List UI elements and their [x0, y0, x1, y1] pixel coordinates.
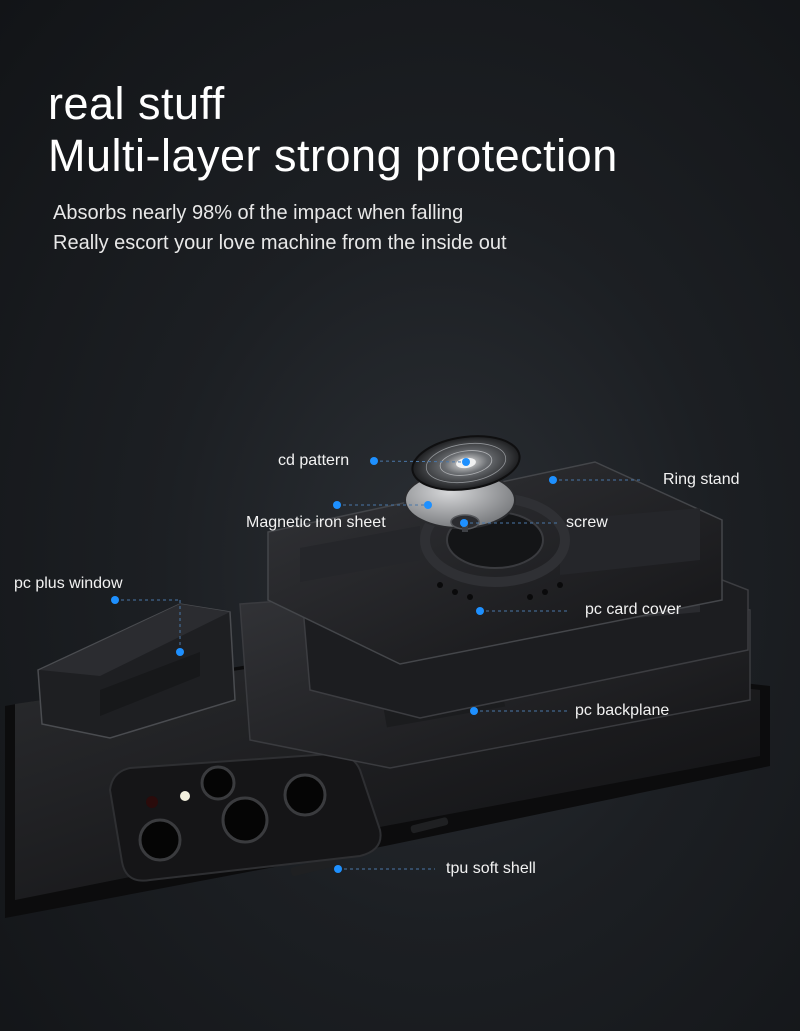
headline-primary: real stuff	[48, 78, 225, 129]
subheadline-impact: Absorbs nearly 98% of the impact when fa…	[53, 202, 464, 224]
label-pc-plus-window: pc plus window	[14, 575, 123, 592]
ring-stand-part	[267, 461, 723, 665]
label-pc-card-cover: pc card cover	[585, 601, 682, 618]
pc-plus-window-part	[37, 603, 236, 739]
callout-leader-lines	[115, 460, 640, 870]
subheadline-protection: Really escort your love machine from the…	[53, 232, 507, 254]
label-magnetic-iron-sheet: Magnetic iron sheet	[246, 514, 386, 531]
label-pc-backplane: pc backplane	[575, 702, 670, 719]
callout-dots	[111, 457, 557, 873]
label-ring-stand: Ring stand	[663, 471, 740, 488]
camera-module	[108, 752, 382, 882]
headline-secondary: Multi-layer strong protection	[48, 130, 618, 181]
label-tpu-soft-shell: tpu soft shell	[446, 860, 536, 877]
label-screw: screw	[566, 514, 608, 531]
label-cd-pattern: cd pattern	[278, 452, 350, 469]
